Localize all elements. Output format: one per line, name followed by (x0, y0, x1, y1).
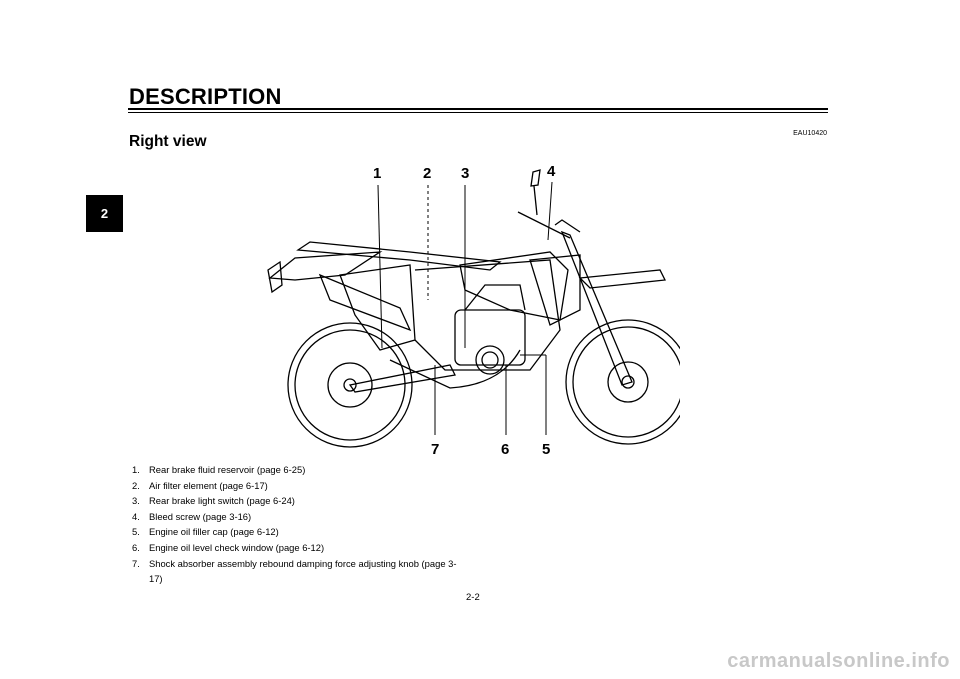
list-item: 4. Bleed screw (page 3-16) (132, 509, 469, 525)
rear-wheel (287, 322, 413, 448)
callout-7: 7 (431, 441, 439, 458)
list-item-text: Engine oil filler cap (page 6-12) (149, 526, 279, 538)
list-item: 6. Engine oil level check window (page 6-… (132, 540, 469, 556)
engine (454, 284, 526, 375)
section-title: Right view (129, 133, 207, 150)
callout-2: 2 (423, 165, 431, 182)
title-rule-thick (128, 108, 828, 110)
list-item-number: 7. (132, 557, 140, 569)
list-item: 2. Air filter element (page 6-17) (132, 478, 469, 494)
frame (414, 259, 561, 371)
list-item: 7. Shock absorber assembly rebound dampin… (132, 556, 469, 587)
list-item-number: 1. (132, 464, 140, 475)
page-number: 2-2 (466, 592, 480, 603)
list-item-number: 2. (132, 479, 140, 491)
motorcycle-illustration: 1 2 3 4 5 6 7 (267, 163, 680, 458)
list-item-text: Engine oil level check window (page 6-12… (149, 541, 325, 553)
chapter-tab: 2 (86, 195, 123, 232)
list-item-text: Air filter element (page 6-17) (149, 479, 268, 491)
callout-3: 3 (461, 165, 469, 182)
front-wheel (565, 319, 680, 445)
parts-list: 1. Rear brake fluid reservoir (page 6-25)… (132, 462, 469, 587)
watermark: carmanualsonline.info (727, 650, 950, 672)
muffler (318, 273, 412, 332)
list-item-number: 6. (132, 541, 140, 553)
page-title: DESCRIPTION (129, 84, 282, 109)
callout-6: 6 (501, 441, 509, 458)
front-fender (578, 269, 667, 289)
rear-fender (268, 251, 383, 281)
seat (296, 241, 502, 271)
title-rule-thin (128, 112, 828, 113)
handlebar (517, 211, 581, 239)
list-item-text: Bleed screw (page 3-16) (149, 510, 252, 522)
reference-code: EAU10420 (793, 130, 827, 137)
list-item: 1. Rear brake fluid reservoir (page 6-25) (132, 462, 469, 478)
callout-4: 4 (547, 163, 556, 180)
list-item-text: Rear brake light switch (page 6-24) (149, 495, 295, 507)
radiator-shroud (529, 254, 581, 326)
front-fork (560, 230, 633, 386)
callout-1: 1 (373, 165, 381, 182)
callout-5: 5 (542, 441, 550, 458)
leader-lines (377, 181, 553, 435)
list-item-text: Shock absorber assembly rebound damping … (149, 557, 457, 585)
list-item: 3. Rear brake light switch (page 6-24) (132, 493, 469, 509)
list-item: 5. Engine oil filler cap (page 6-12) (132, 524, 469, 540)
list-item-number: 3. (132, 495, 140, 507)
list-item-number: 4. (132, 510, 140, 522)
list-item-text: Rear brake fluid reservoir (page 6-25) (149, 464, 306, 475)
swingarm (348, 364, 456, 393)
tail-light (267, 260, 283, 294)
mirror (530, 169, 541, 216)
exhaust-pipe (389, 349, 521, 389)
list-item-number: 5. (132, 526, 140, 538)
